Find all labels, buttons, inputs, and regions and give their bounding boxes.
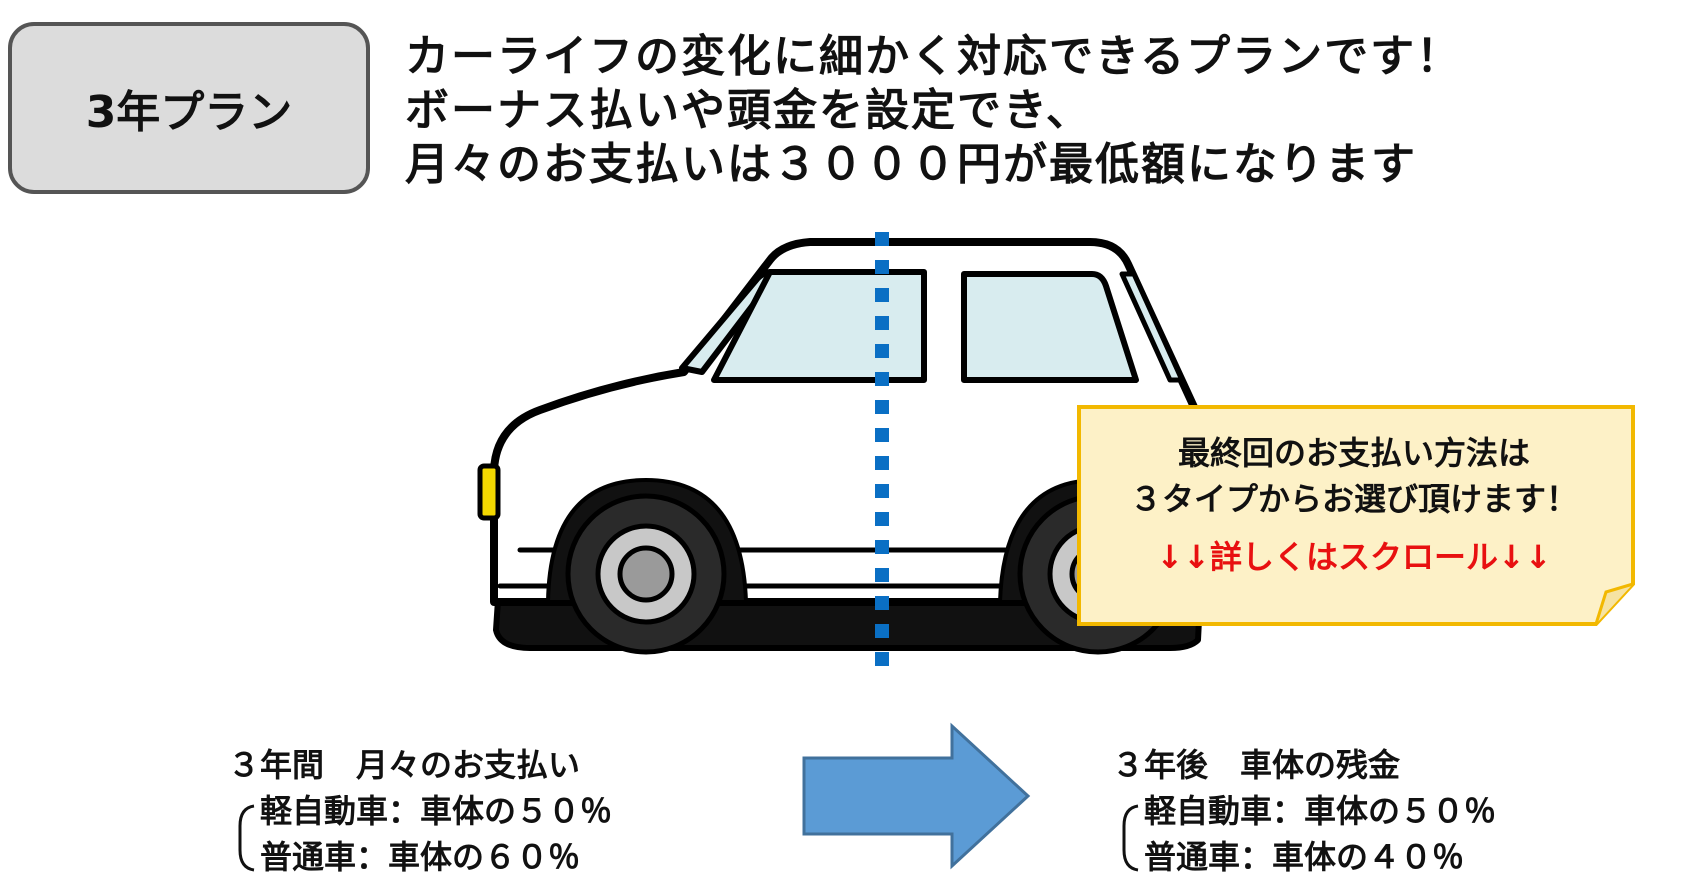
- plan-badge-label: 3年プラン: [85, 87, 293, 138]
- headline: カーライフの変化に細かく対応できるプランです！ ボーナス払いや頭金を設定でき、 …: [405, 30, 1665, 192]
- callout-scroll-link[interactable]: ↓↓詳しくはスクロール↓↓: [1156, 538, 1552, 576]
- monthly-kei-row: 軽自動車：車体の５０％: [260, 792, 613, 830]
- brace-icon: [1122, 804, 1139, 872]
- car-back-window: [1119, 271, 1185, 383]
- plan-badge: 3年プラン: [8, 22, 370, 194]
- callout-line-2: ３タイプからお選び頂けます！: [1129, 480, 1578, 518]
- headline-line-2: ボーナス払いや頭金を設定でき、: [405, 85, 1092, 136]
- residual-block: ３年後 車体の残金 軽自動車：車体の５０％ 普通車：車体の４０％: [1112, 742, 1496, 880]
- right-arrow-icon: [802, 722, 1031, 870]
- brace-icon: [238, 804, 255, 872]
- car-rear-window: [961, 271, 1139, 383]
- car-headlight: [477, 463, 501, 521]
- callout-note: 最終回のお支払い方法は ３タイプからお選び頂けます！ ↓↓詳しくはスクロール↓↓: [1076, 404, 1636, 628]
- headline-line-3: 月々のお支払いは３０００円が最低額になります: [405, 139, 1417, 190]
- residual-kei-row: 軽自動車：車体の５０％: [1144, 792, 1497, 830]
- residual-normal-row: 普通車：車体の４０％: [1144, 838, 1465, 876]
- monthly-payment-title: ３年間 月々のお支払い: [228, 746, 581, 784]
- headline-line-1: カーライフの変化に細かく対応できるプランです！: [405, 31, 1463, 82]
- callout-line-1: 最終回のお支払い方法は: [1177, 434, 1530, 472]
- monthly-normal-row: 普通車：車体の６０％: [260, 838, 581, 876]
- car-rear-front-window: [711, 269, 927, 383]
- residual-title: ３年後 車体の残金: [1112, 746, 1401, 784]
- monthly-payment-block: ３年間 月々のお支払い 軽自動車：車体の５０％ 普通車：車体の６０％: [228, 742, 612, 880]
